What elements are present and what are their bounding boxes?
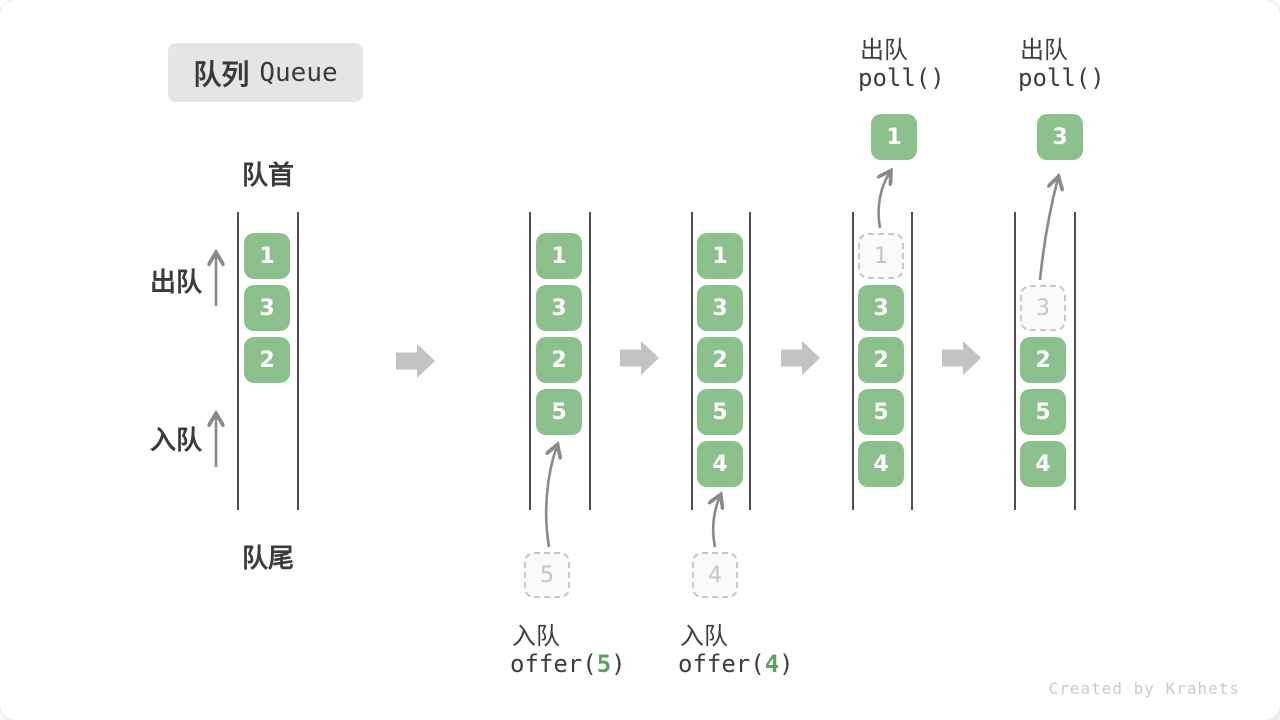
code-fn: offer( (678, 650, 765, 678)
queue-item: 2 (697, 337, 743, 383)
channel-line (749, 212, 751, 510)
enqueue-op-label: 入队 (680, 623, 728, 650)
queue-item: 2 (1020, 337, 1066, 383)
channel-line (1074, 212, 1076, 510)
code-arg: 4 (764, 650, 780, 678)
removed-item-ghost: 1 (858, 233, 904, 279)
queue-item: 1 (536, 233, 582, 279)
channel-line (589, 212, 591, 510)
queue-item: 2 (244, 337, 290, 383)
watermark: Created by Krahets (1048, 679, 1240, 698)
channel-line (297, 212, 299, 510)
queue-item: 5 (536, 389, 582, 435)
queue-item: 3 (244, 285, 290, 331)
queue-item: 3 (858, 285, 904, 331)
channel-line (237, 212, 239, 510)
title-badge: 队列 Queue (168, 43, 363, 102)
poll-3-arrow-icon (1038, 178, 1058, 281)
enqueue-op-label: 入队 (512, 623, 560, 650)
offer-5-code-label: offer(5) (510, 650, 626, 678)
poll-code-label: poll() (1018, 64, 1105, 92)
code-arg: 5 (596, 650, 612, 678)
queue-front-label: 队首 (241, 160, 294, 190)
queue-item: 4 (697, 441, 743, 487)
enqueue-side-label: 入队 (150, 425, 203, 455)
queue-item: 4 (858, 441, 904, 487)
poll-1-arrow-icon (879, 172, 890, 229)
removed-item-ghost: 3 (1020, 285, 1066, 331)
offer-4-code-label: offer(4) (678, 650, 794, 678)
popped-item: 1 (871, 114, 917, 160)
queue-item: 5 (858, 389, 904, 435)
incoming-item-ghost: 4 (692, 552, 738, 598)
channel-line (691, 212, 693, 510)
popped-item: 3 (1037, 114, 1083, 160)
queue-item: 3 (536, 285, 582, 331)
queue-item: 1 (697, 233, 743, 279)
channel-line (1014, 212, 1016, 510)
queue-item: 1 (244, 233, 290, 279)
queue-item: 2 (536, 337, 582, 383)
dequeue-op-label: 出队 (1020, 37, 1068, 64)
queue-rear-label: 队尾 (241, 543, 294, 573)
incoming-item-ghost: 5 (524, 552, 570, 598)
queue-item: 3 (697, 285, 743, 331)
poll-code-label: poll() (858, 64, 945, 92)
title-zh: 队列 (193, 58, 250, 90)
dequeue-side-label: 出队 (150, 267, 203, 297)
queue-item: 5 (697, 389, 743, 435)
queue-item: 4 (1020, 441, 1066, 487)
code-fn: offer( (510, 650, 597, 678)
flow-arrow-icon (620, 341, 659, 375)
flow-arrow-icon (942, 341, 981, 375)
queue-item: 2 (858, 337, 904, 383)
queue-item: 5 (1020, 389, 1066, 435)
channel-line (852, 212, 854, 510)
code-close: ) (779, 650, 794, 678)
channel-line (529, 212, 531, 510)
title-en: Queue (259, 57, 338, 88)
enqueue-5-arrow-icon (544, 446, 557, 548)
flow-arrow-icon (396, 344, 435, 378)
flow-arrow-icon (781, 341, 820, 375)
channel-line (911, 212, 913, 510)
code-close: ) (611, 650, 626, 678)
dequeue-op-label: 出队 (860, 37, 908, 64)
enqueue-4-arrow-icon (713, 496, 720, 548)
